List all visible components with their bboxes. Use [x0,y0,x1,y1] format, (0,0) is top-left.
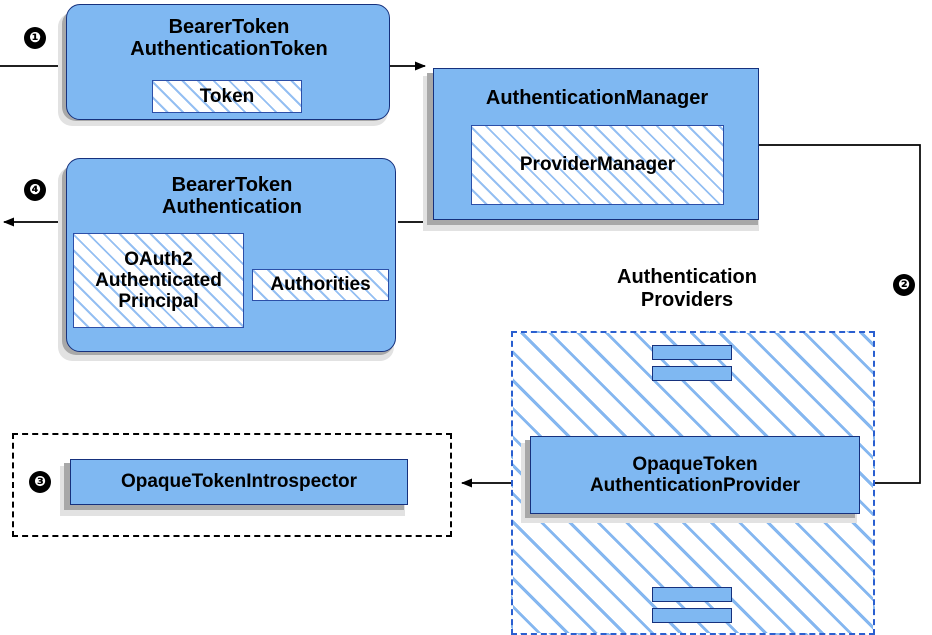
bearer-token-authentication-token[interactable]: BearerToken AuthenticationToken Token [66,4,390,120]
oauth2-authenticated-principal[interactable]: OAuth2 Authenticated Principal [73,233,244,328]
authentication-manager[interactable]: AuthenticationManager ProviderManager [433,68,759,220]
badge-step-4: ❹ [24,179,46,201]
authorities[interactable]: Authorities [252,269,389,301]
authentication-providers-label: Authentication Providers [617,266,757,311]
badge-step-2: ❷ [893,274,915,296]
opaque-token-authentication-provider[interactable]: OpaqueToken AuthenticationProvider [530,436,860,514]
provider-stack-top-bar-1 [652,345,732,360]
bearer-token-authentication[interactable]: BearerToken Authentication OAuth2 Authen… [66,158,396,352]
token-box[interactable]: Token [152,80,302,113]
badge-step-3: ❸ [29,471,51,493]
bearer-token-auth-token-title: BearerToken AuthenticationToken [130,15,328,60]
authentication-manager-title: AuthenticationManager [485,86,709,109]
provider-stack-bottom-bar-2 [652,608,732,623]
provider-stack-top-bar-2 [652,366,732,381]
badge-step-1: ❶ [24,27,46,49]
opaque-token-introspector[interactable]: OpaqueTokenIntrospector [70,459,408,505]
provider-stack-bottom-bar-1 [652,587,732,602]
bearer-token-authentication-title: BearerToken Authentication [162,173,302,218]
introspector-group [12,433,452,537]
provider-manager[interactable]: ProviderManager [471,125,724,205]
